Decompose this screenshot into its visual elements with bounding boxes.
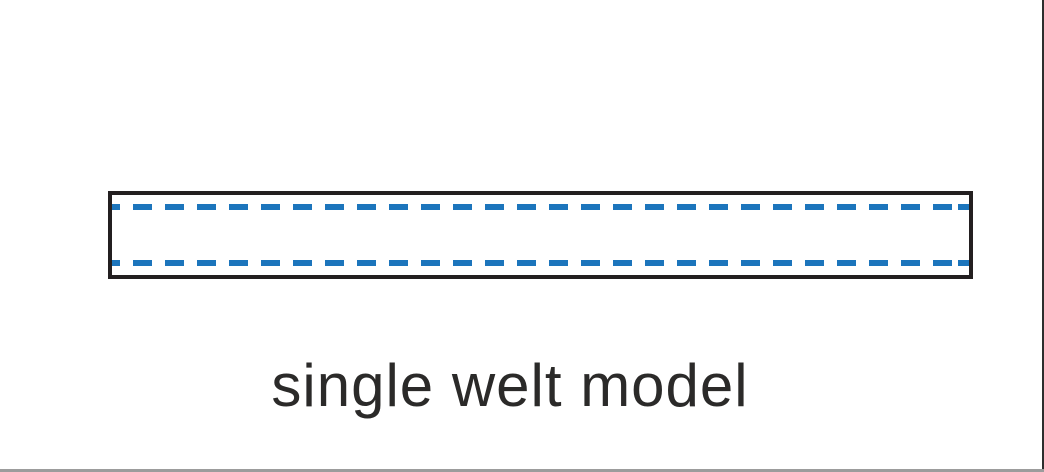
page-edge-right-rule <box>1042 0 1044 472</box>
page-edge-bottom-rule <box>0 469 1044 472</box>
diagram-caption: single welt model <box>271 352 749 419</box>
stitch-line-bottom <box>112 260 969 266</box>
welt-strip-rect <box>108 191 973 279</box>
stitch-line-top <box>112 204 969 210</box>
